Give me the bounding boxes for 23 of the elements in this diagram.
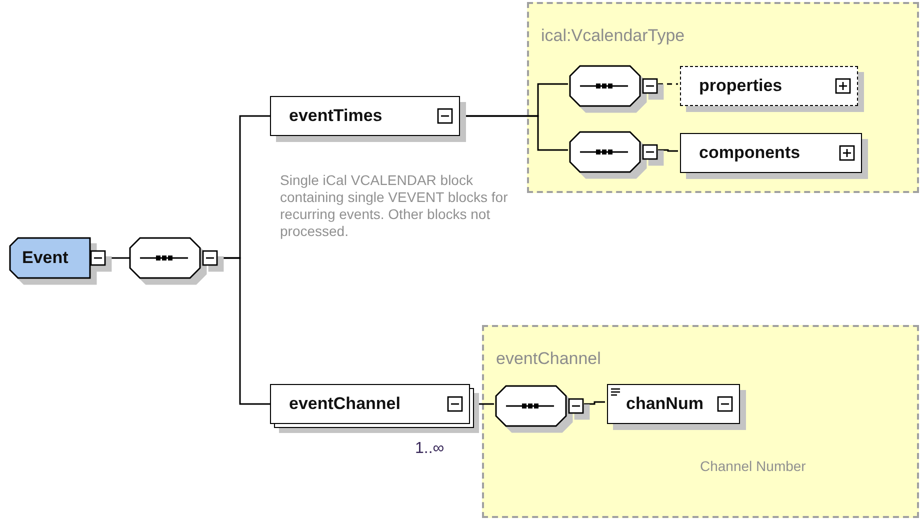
type-group-panel — [482, 325, 919, 518]
sequence-compositor — [570, 132, 660, 172]
connector-line — [658, 149, 678, 152]
type-name: ical:VcalendarType — [541, 26, 685, 46]
element-name: Event — [22, 248, 68, 268]
type-group-panel — [527, 2, 919, 193]
annotation-text: Channel Number — [700, 458, 807, 475]
element-name: chanNum — [626, 394, 704, 414]
sequence-compositor — [570, 66, 660, 106]
element-name: properties — [699, 76, 782, 96]
cardinality-label: 1..∞ — [415, 440, 446, 457]
connector-line — [220, 257, 270, 405]
element-name: components — [699, 143, 800, 163]
root-element — [10, 238, 108, 278]
element-name: eventChannel — [289, 394, 400, 414]
sequence-compositor — [496, 386, 586, 426]
connector-line — [658, 83, 678, 85]
sequence-compositor — [130, 238, 220, 278]
connector-line — [108, 257, 130, 259]
annotation-text: Single iCal VCALENDAR block containing single VEVENT blocks for recurring events. Other blocks not processed. — [280, 172, 509, 240]
type-name: eventChannel — [496, 349, 601, 369]
connector-line — [584, 401, 605, 405]
element-name: eventTimes — [289, 106, 382, 126]
